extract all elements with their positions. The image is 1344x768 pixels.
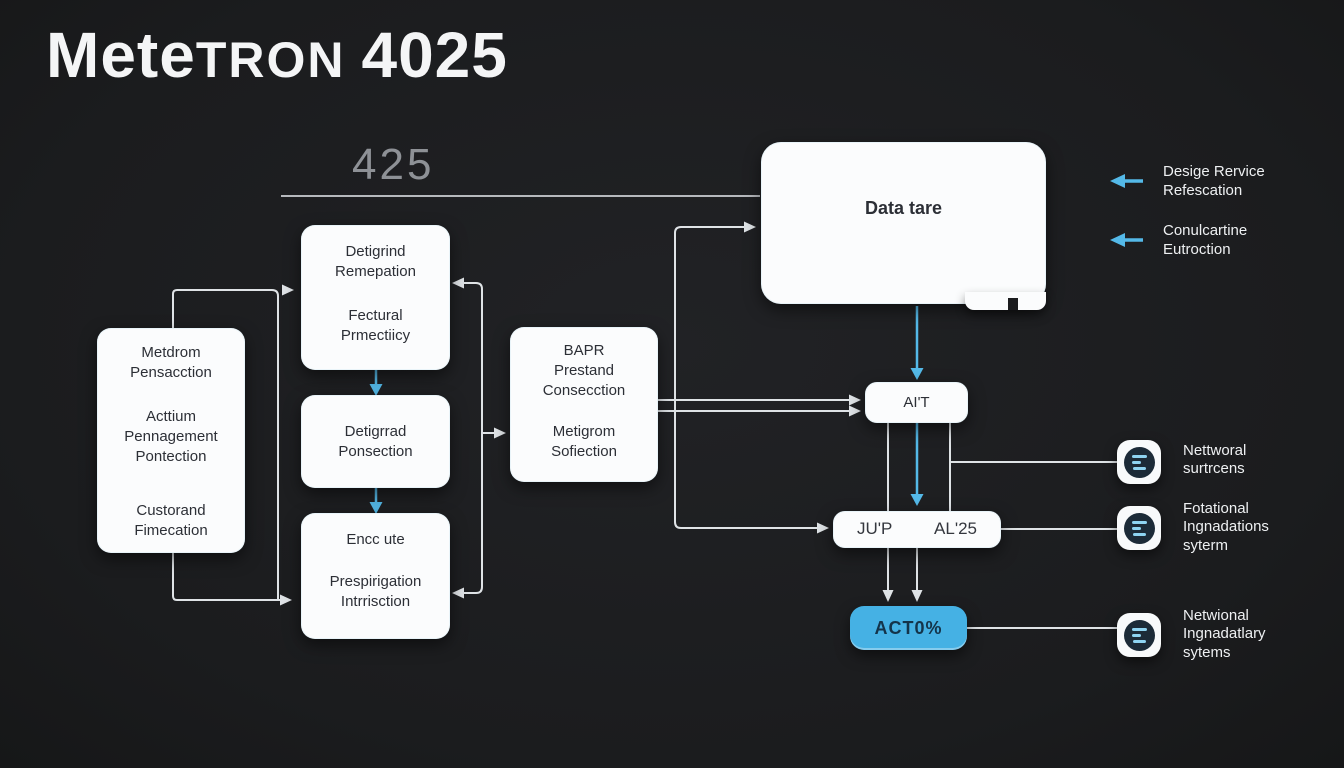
annotation-desige-rervice: Desige Rervice Refescation [1163, 163, 1265, 200]
node-detigrrad-ponsection: Detigrrad Ponsection [301, 395, 450, 488]
node-text: ACT0% [874, 617, 943, 638]
node-jup-al25: JU'P AL'25 [833, 511, 1001, 548]
version-label: 425 [352, 140, 435, 189]
white-arrowheads [280, 221, 923, 606]
title-part-3: 4025 [361, 19, 508, 91]
wire-branch-datatare [674, 226, 745, 522]
node-text: Metigrom Sofiection [551, 422, 617, 460]
wire-branch-jup [674, 521, 817, 529]
page-title: MeteTRON 4025 [46, 18, 508, 92]
node-text-left: JU'P [857, 519, 893, 539]
icon-item-2: Fotational Ingnadations syterm [1117, 500, 1269, 555]
node-text: Acttium Pennagement Pontection [124, 407, 218, 465]
icon-label: Nettworal surtrcens [1183, 442, 1247, 478]
node-text: Data tare [864, 198, 943, 219]
wire-left-bracket-bottom [172, 553, 282, 601]
node-bapr-prestand: BAPR Prestand Consecction Metigrom Sofie… [510, 327, 658, 482]
title-part-2: TRON [195, 32, 346, 88]
menu-lines-icon-circle [1123, 512, 1155, 544]
menu-lines-icon-circle [1123, 446, 1155, 478]
node-text: Detigrrad Ponsection [338, 422, 413, 460]
data-tare-tab [965, 292, 1046, 310]
node-text: AI'T [903, 393, 930, 411]
wire-mid-bracket [458, 282, 483, 594]
node-data-tare: Data tare [761, 142, 1046, 304]
blue-arrowheads [369, 174, 1125, 514]
data-tare-notch [1008, 298, 1018, 310]
icon-item-1: Nettworal surtrcens [1117, 440, 1246, 484]
node-text: Custorand Fimecation [134, 501, 208, 539]
node-metdrom-pensacction: Metdrom Pensacction Acttium Pennagement … [97, 328, 245, 553]
node-text: Fectural Prmectiicy [340, 306, 411, 344]
node-act0: ACT0% [850, 606, 967, 650]
node-text: Detigrind Remepation [335, 243, 416, 280]
menu-lines-icon-circle [1123, 619, 1155, 651]
icon-label: Fotational Ingnadations syterm [1183, 500, 1269, 554]
menu-lines-icon [1117, 506, 1161, 550]
menu-lines-icon [1117, 613, 1161, 657]
node-text: Prespirigation Intrrisction [329, 572, 422, 610]
menu-lines-icon [1117, 440, 1161, 484]
node-text: Metdrom Pensacction [130, 344, 212, 381]
icon-item-3: Netwional Ingnadatlary sytems [1117, 607, 1266, 662]
node-encc-ute: Encc ute Prespirigation Intrrisction [301, 513, 450, 639]
node-detigrind-remepation: Detigrind Remepation Fectural Prmectiicy [301, 225, 450, 370]
node-text: Encc ute [346, 531, 405, 548]
annotation-conulcartine: Conulcartine Eutroction [1163, 222, 1248, 259]
wire-left-bracket-top [172, 289, 279, 600]
node-ait: AI'T [865, 382, 968, 423]
title-part-1: Mete [46, 19, 196, 91]
node-text-right: AL'25 [934, 519, 977, 539]
node-text: BAPR Prestand Consecction [542, 342, 626, 399]
icon-label: Netwional Ingnadatlary sytems [1183, 607, 1266, 661]
